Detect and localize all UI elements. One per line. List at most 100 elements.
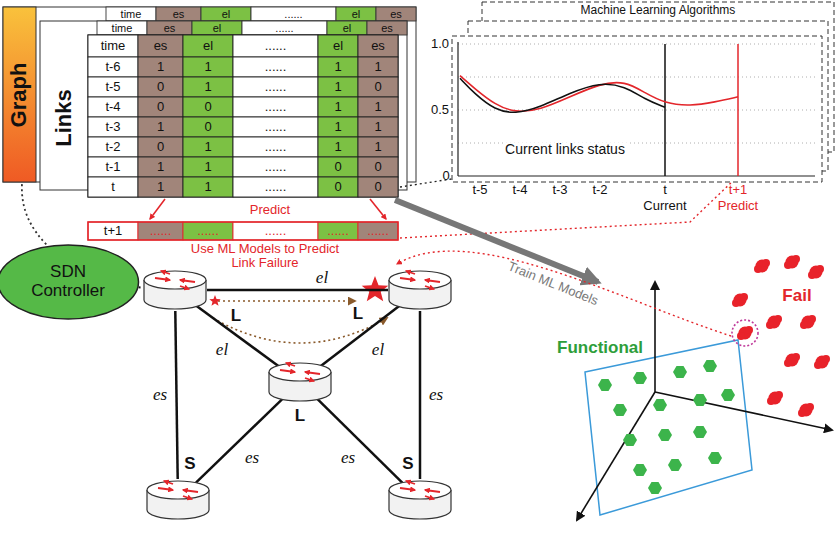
functional-point <box>653 399 667 411</box>
class-label: Fail <box>782 287 811 306</box>
table-cell: t-3 <box>105 120 120 134</box>
table-cell-box <box>358 222 398 240</box>
functional-point <box>693 426 707 438</box>
table-header: es <box>390 8 402 20</box>
predict-arrow <box>370 199 386 219</box>
predict-label: Predict <box>250 203 290 217</box>
router-arrow <box>180 286 189 289</box>
router-role: L <box>353 305 363 324</box>
table-cell: 1 <box>334 60 341 74</box>
table-header: el <box>203 39 213 53</box>
table-cell-box <box>183 157 233 177</box>
scatter-3d <box>577 255 832 520</box>
table-cell: 0 <box>374 160 381 174</box>
table-cell: ...... <box>265 60 287 74</box>
axis <box>655 392 832 430</box>
table-cell: ...... <box>265 80 287 94</box>
table-cell-box <box>183 137 233 157</box>
table-cell: 1 <box>157 120 164 134</box>
axis-tick: t <box>663 183 667 197</box>
router-arrow <box>406 481 415 484</box>
functional-point <box>633 464 647 476</box>
table-header: es <box>371 39 385 53</box>
table-header: el <box>343 22 352 34</box>
note: Use ML Models to Predict Link Failure <box>190 242 340 271</box>
table-main <box>88 35 398 197</box>
router-arrow <box>183 490 198 492</box>
prediction-cell: t+1 <box>104 224 122 238</box>
router-arrow <box>280 370 295 372</box>
table-cell: t-2 <box>105 140 120 154</box>
functional-point <box>613 404 627 416</box>
table-cell: 1 <box>374 120 381 134</box>
chart-note: Current links status <box>503 142 627 157</box>
router-arrow <box>305 372 320 374</box>
table-cell-box <box>138 177 183 197</box>
table-cell-box <box>183 57 233 77</box>
prediction-cell: ...... <box>197 224 219 238</box>
controller-shape <box>0 245 138 319</box>
table-cell-box <box>183 222 233 240</box>
table-cell: 1 <box>204 60 211 74</box>
current-line <box>664 44 666 176</box>
table-cell-box <box>147 21 192 35</box>
router-arrow <box>400 488 415 490</box>
panel-title: Machine Learning Algorithms <box>581 4 736 17</box>
router-arrow <box>425 496 434 499</box>
router-arrow <box>400 278 415 280</box>
table-cell-box <box>183 97 233 117</box>
table-cell: 1 <box>374 100 381 114</box>
router-arrow <box>425 286 434 289</box>
table-cell-box <box>233 137 318 157</box>
router-top <box>147 481 209 499</box>
table-cell-box <box>88 57 138 77</box>
table-cell-box <box>156 7 201 21</box>
link-label: el <box>215 341 229 360</box>
table-cell-box <box>251 7 336 21</box>
table-cell-box <box>138 35 183 57</box>
table-header: el <box>352 8 361 20</box>
table-cell: 1 <box>334 100 341 114</box>
router-arrow <box>425 490 440 492</box>
table-cell-box <box>88 35 138 57</box>
network-link <box>318 399 402 482</box>
router-node: L <box>268 361 332 403</box>
table-cell: 0 <box>334 160 341 174</box>
layer-title: Graph <box>7 63 31 128</box>
functional-point <box>693 394 707 406</box>
line-chart <box>452 2 834 182</box>
table-cell-box <box>88 117 138 137</box>
router-role: L <box>231 307 241 326</box>
table-cell-box <box>318 77 358 97</box>
link-label: es <box>244 449 260 468</box>
table-cell-box <box>318 137 358 157</box>
failure-star <box>209 295 220 306</box>
failure-point <box>798 409 806 417</box>
table-cell-box <box>138 77 183 97</box>
router-arrow <box>161 271 170 274</box>
table-cell-box <box>336 7 376 21</box>
table-header: ...... <box>275 22 293 34</box>
router-arrow <box>155 278 170 280</box>
router-arrow <box>286 363 295 366</box>
failure-point <box>800 321 808 329</box>
router-role: S <box>184 455 195 474</box>
table-stack <box>3 7 416 240</box>
failure-point <box>784 359 792 367</box>
table-cell-box <box>233 97 318 117</box>
failure-point <box>745 326 753 334</box>
table-cell: 1 <box>204 80 211 94</box>
predict-line <box>737 44 739 176</box>
table-cell-box <box>138 157 183 177</box>
table-cell-box <box>138 137 183 157</box>
network-link <box>175 311 177 479</box>
table-cell-box <box>233 222 318 240</box>
network-link <box>419 311 422 479</box>
table-cell: 1 <box>334 80 341 94</box>
table-cell-box <box>97 21 147 35</box>
router-icon <box>146 479 210 521</box>
status-curve <box>460 78 665 112</box>
failure-point <box>732 299 740 307</box>
table-cell: t-5 <box>105 80 120 94</box>
link-label: el <box>315 269 329 288</box>
